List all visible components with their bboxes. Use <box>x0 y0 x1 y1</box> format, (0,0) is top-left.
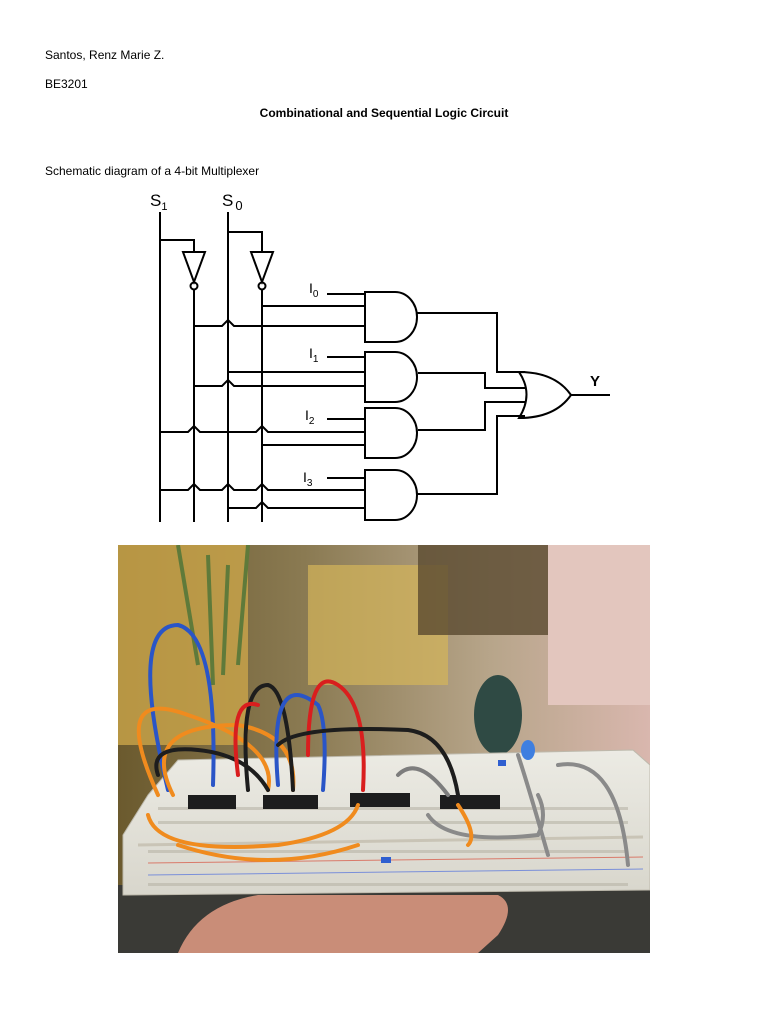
schematic-caption: Schematic diagram of a 4-bit Multiplexer <box>45 164 260 178</box>
input-label-i3: I3 <box>303 469 313 489</box>
document-title: Combinational and Sequential Logic Circu… <box>259 106 509 120</box>
section-code: BE3201 <box>45 77 88 91</box>
input-label-i1: I1 <box>309 345 319 365</box>
select-label-s1: S1 <box>150 191 167 213</box>
author-name: Santos, Renz Marie Z. <box>45 48 165 62</box>
input-label-i2: I2 <box>305 407 315 427</box>
input-label-i0: I0 <box>309 280 319 300</box>
output-label-y: Y <box>590 373 600 390</box>
breadboard-photo <box>118 545 650 953</box>
